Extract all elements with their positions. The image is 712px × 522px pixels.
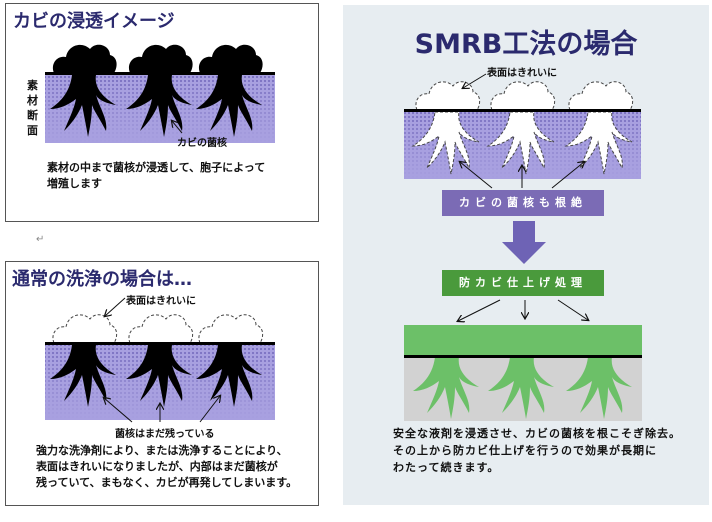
- return-mark: ↵: [36, 234, 45, 245]
- surface-line: [45, 342, 275, 345]
- surface-line: [45, 72, 275, 75]
- normal-cleaning-description: 強力な洗浄剤により、または洗浄することにより、表面はきれいになりましたが、内部は…: [36, 444, 298, 489]
- infiltration-panel: [5, 3, 319, 222]
- infiltration-illustration: [45, 44, 275, 143]
- antimold-coating: [404, 325, 642, 356]
- side-label: 素材断面: [27, 79, 38, 137]
- smrb-title: SMRB工法の場合: [414, 29, 638, 60]
- normal-cleaning-illustration: [45, 297, 275, 423]
- step-antimold-box: 防カビ仕上げ処理: [442, 270, 604, 296]
- step-eradicate-box: カビの菌核も根絶: [442, 190, 604, 216]
- core-label: カビの菌核: [177, 138, 227, 149]
- smrb-surface-label: 表面はきれいに: [487, 68, 557, 79]
- surface-label: 表面はきれいに: [126, 296, 196, 307]
- normal-cleaning-panel: [5, 261, 319, 506]
- smrb-description: 安全な液剤を浸透させ、カビの菌核を根こそぎ除去。その上から防カビ仕上げを行うので…: [393, 427, 681, 474]
- down-arrow-icon: [502, 221, 546, 264]
- core-remaining-label: 菌核はまだ残っている: [115, 429, 215, 440]
- normal-cleaning-title: 通常の洗浄の場合は…: [12, 269, 192, 290]
- infiltration-title: カビの浸透イメージ: [13, 11, 175, 32]
- smrb-illustration: [404, 73, 642, 421]
- infiltration-description: 素材の中まで菌核が浸透して、胞子によって増殖します: [47, 161, 266, 190]
